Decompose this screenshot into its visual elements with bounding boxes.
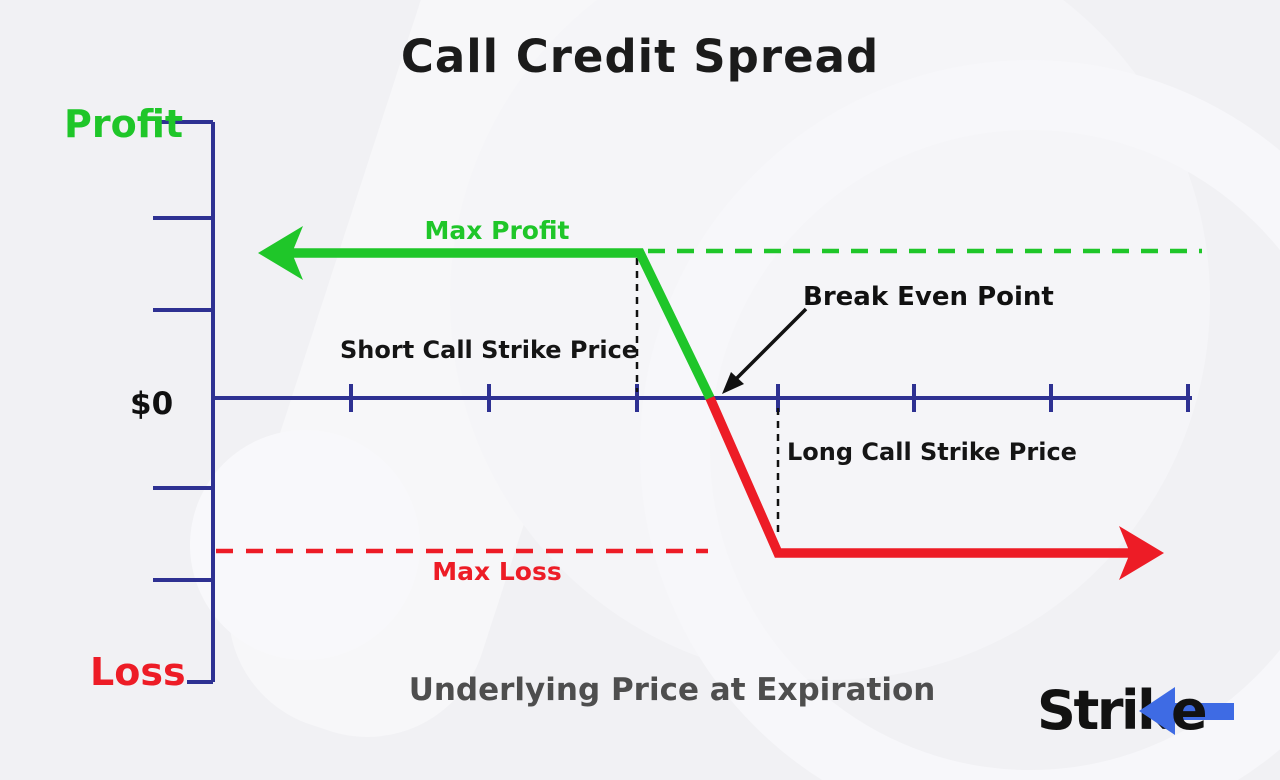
background-circle-small — [190, 430, 420, 660]
strike-logo-left-arrow-icon — [1139, 687, 1234, 735]
short-call-strike-annotation: Short Call Strike Price — [340, 336, 639, 364]
strike-logo-text-e: e — [1171, 679, 1208, 742]
break-even-annotation: Break Even Point — [803, 282, 1054, 312]
break-even-arrow-line — [735, 307, 808, 380]
x-axis-title: Underlying Price at Expiration — [408, 672, 936, 708]
max-loss-annotation: Max Loss — [432, 557, 562, 586]
long-call-strike-annotation: Long Call Strike Price — [787, 438, 1077, 466]
max-profit-left-arrow-icon — [258, 226, 303, 280]
y-axis-loss-label: Loss — [90, 650, 186, 694]
chart-title: Call Credit Spread — [400, 30, 880, 83]
payoff-line-loss-segment — [705, 396, 1128, 558]
strike-logo: Strik e — [1037, 679, 1234, 742]
y-axis-profit-label: Profit — [64, 102, 184, 146]
y-axis-zero-tick-label: $0 — [130, 386, 174, 422]
max-profit-annotation: Max Profit — [424, 216, 570, 245]
max-loss-right-arrow-icon — [1119, 526, 1164, 580]
payoff-line-profit-segment — [294, 248, 715, 401]
break-even-arrowhead-icon — [722, 372, 744, 394]
